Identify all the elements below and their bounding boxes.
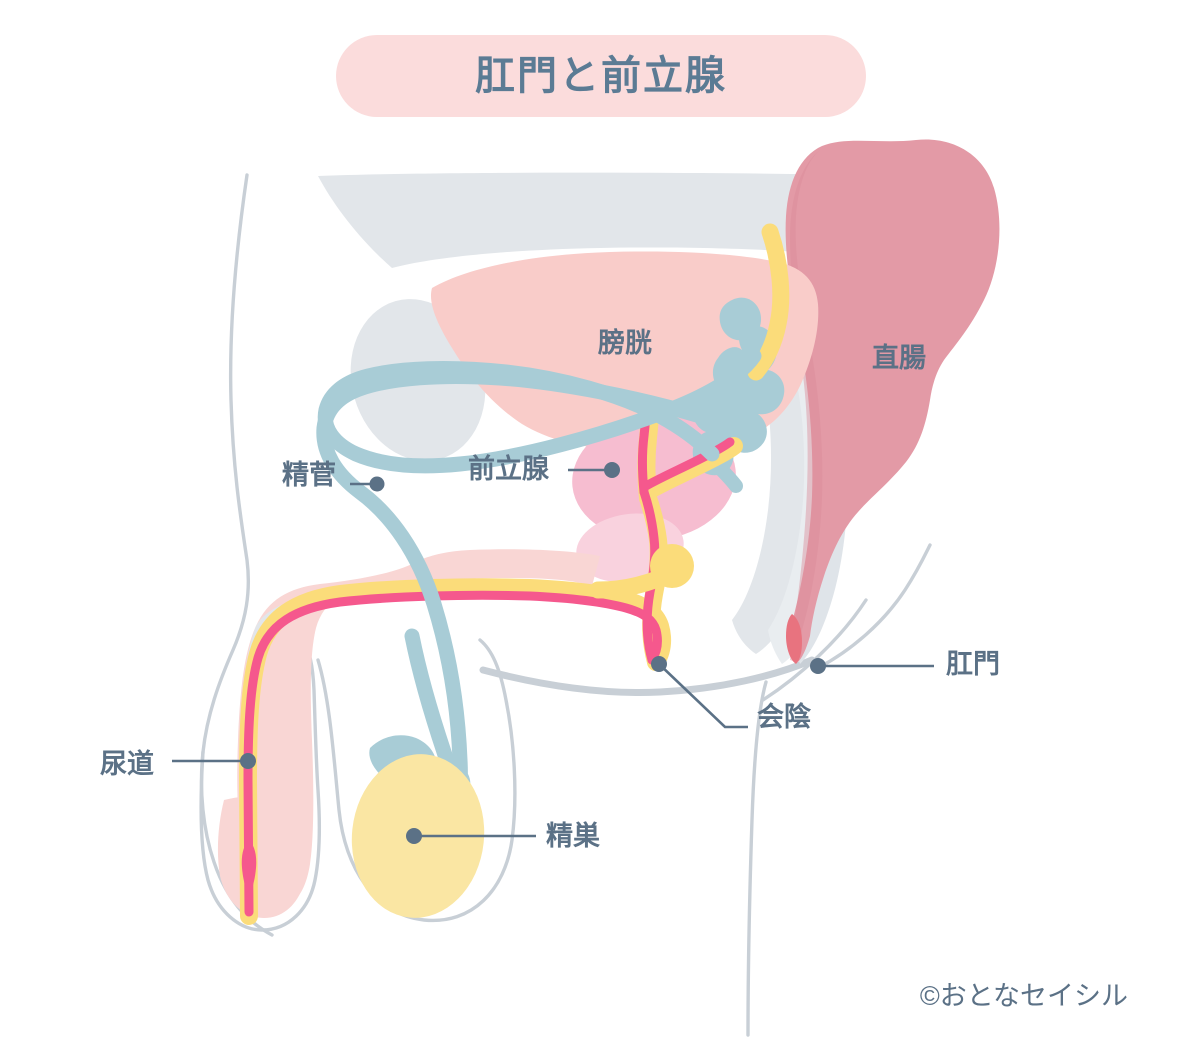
bulbourethral-gland-group [589,544,694,599]
rectum-shape [785,139,1000,662]
title-pill: 肛門と前立腺 [336,35,866,117]
annotation-label-prostate: 前立腺 [468,454,549,484]
leader-dot-testis [406,828,422,844]
leader-line-perineum [658,663,748,729]
annotation-label-vas-deferens: 精菅 [282,460,336,490]
organ-label-bladder: 膀胱 [598,328,652,358]
annotation-label-testis: 精巣 [546,821,600,851]
seminal-vesicle-lobe-upper [719,297,762,341]
urethra-yellow-branch-right [641,437,743,499]
leader-dot-vas-deferens [369,476,385,492]
rectum-group [785,139,1000,664]
ureter-tube [747,223,790,381]
leader-dot-anus [810,658,826,674]
thigh-outline [746,680,768,1037]
scrotum-outline [316,638,517,923]
glans-pink [217,795,309,918]
urethra-magenta-branch-right [641,437,735,491]
page-title: 肛門と前立腺 [475,54,727,98]
torso-front-outline [199,173,274,937]
bulbourethral-duct [589,569,669,599]
perineum-outline [479,656,816,697]
leader-dot-urethra [240,753,256,769]
leader-dot-perineum [651,656,667,672]
thigh-fold-outline [761,598,868,702]
annotation-label-urethra: 尿道 [100,749,154,779]
annotation-label-perineum: 会陰 [757,702,811,732]
body-outline-group [199,173,932,1037]
buttock-outline [816,543,932,670]
leader-lines-group [172,462,934,844]
pubic-bone-upper [318,172,856,268]
copyright-notice: ©おとなセイシル [919,981,1128,1011]
leader-dot-prostate [604,462,620,478]
urethra-magenta-bulb [241,840,257,896]
penis-outline [199,638,321,932]
organ-label-rectum: 直腸 [872,343,926,373]
anus-tip [786,614,802,664]
annotation-label-anus: 肛門 [946,649,1000,679]
